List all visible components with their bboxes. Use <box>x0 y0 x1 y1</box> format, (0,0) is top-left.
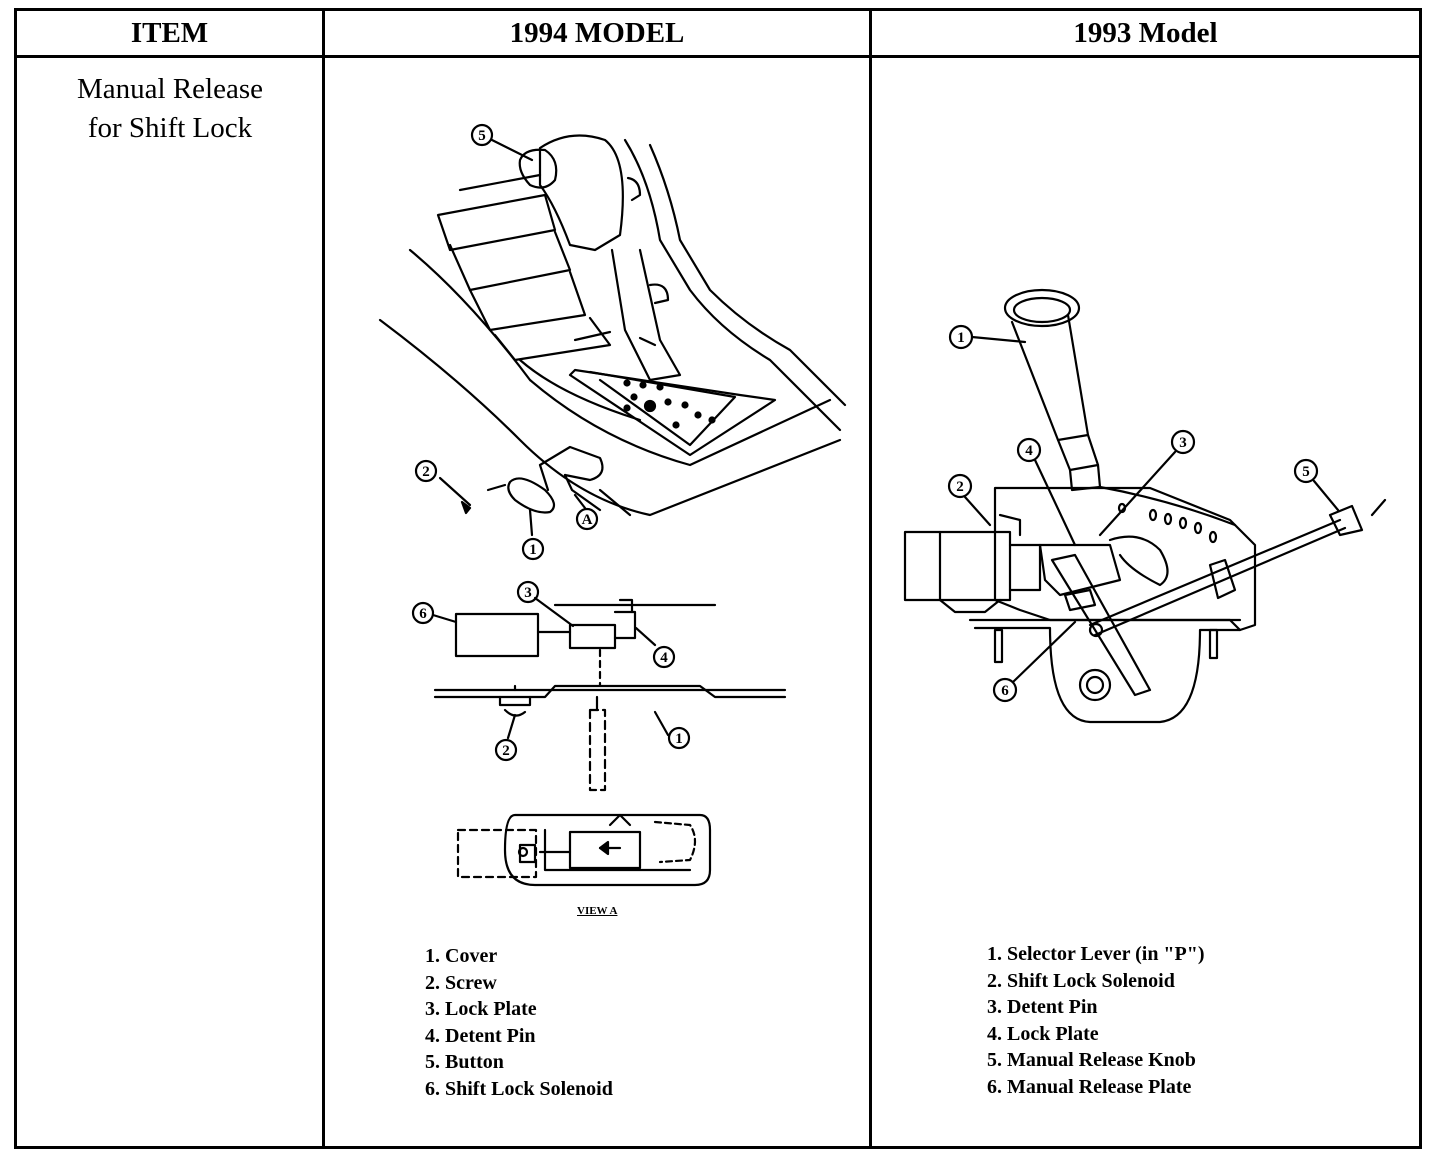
header-item: ITEM <box>130 16 209 49</box>
console-shifter-drawing-1994 <box>378 123 847 517</box>
legend-item: 4. Detent Pin <box>425 1024 536 1047</box>
table-frame <box>14 8 1422 1149</box>
callout-1994-4: 4 <box>660 650 668 666</box>
callout-1994-2a: 2 <box>422 464 430 480</box>
section-drawing-1994 <box>411 580 787 792</box>
item-line-2: for Shift Lock <box>87 112 253 144</box>
column-divider-1 <box>322 8 325 1149</box>
legend-item: 1. Cover <box>425 945 498 967</box>
legend-item: 3. Detent Pin <box>987 996 1098 1019</box>
header-divider <box>14 55 1422 58</box>
legend-item: 2. Screw <box>425 971 497 994</box>
legend-item: 6. Manual Release Plate <box>987 1075 1192 1098</box>
callout-1993-3: 3 <box>1179 435 1187 451</box>
callout-1994-1b: 1 <box>675 731 683 747</box>
header-1993-model: 1993 Model <box>1073 16 1218 49</box>
legend-item: 3. Lock Plate <box>425 998 537 1021</box>
legend-item: 6. Shift Lock Solenoid <box>425 1077 613 1100</box>
view-a-caption: VIEW A <box>577 905 618 917</box>
callout-1993-4: 4 <box>1025 443 1033 459</box>
callout-1994-3: 3 <box>524 585 532 601</box>
callout-1993-1: 1 <box>957 330 965 346</box>
column-divider-2 <box>869 8 872 1149</box>
callout-1994-6: 6 <box>419 606 427 622</box>
item-cell: Manual Release for Shift Lock <box>22 70 318 148</box>
legend-1994: 1. Cover 2. Screw 3. Lock Plate 4. Deten… <box>425 943 613 1103</box>
callout-1993-5: 5 <box>1302 464 1310 480</box>
legend-item: 4. Lock Plate <box>987 1022 1099 1045</box>
shifter-drawing-1993 <box>903 288 1387 724</box>
legend-1993: 1. Selector Lever (in "P") 2. Shift Lock… <box>987 941 1205 1101</box>
legend-item: 5. Manual Release Knob <box>987 1049 1196 1072</box>
cover-detail-drawing-1994 <box>414 445 632 561</box>
callout-1994-1a: 1 <box>529 542 537 558</box>
callout-1994-A: A <box>582 512 593 528</box>
header-1994-model: 1994 MODEL <box>509 16 685 49</box>
legend-item: 2. Shift Lock Solenoid <box>987 969 1175 992</box>
callout-labels: 5 2 1 A 6 3 4 2 1 1 2 3 4 5 6 <box>419 128 1310 759</box>
item-line-1: Manual Release <box>76 73 263 105</box>
view-a-drawing-1994 <box>456 813 712 887</box>
callout-1993-6: 6 <box>1001 683 1009 699</box>
legend-item: 1. Selector Lever (in "P") <box>987 943 1205 965</box>
callout-1994-5: 5 <box>478 128 486 144</box>
callout-1994-2b: 2 <box>502 743 510 759</box>
legend-item: 5. Button <box>425 1051 504 1074</box>
callout-1993-2: 2 <box>956 479 964 495</box>
